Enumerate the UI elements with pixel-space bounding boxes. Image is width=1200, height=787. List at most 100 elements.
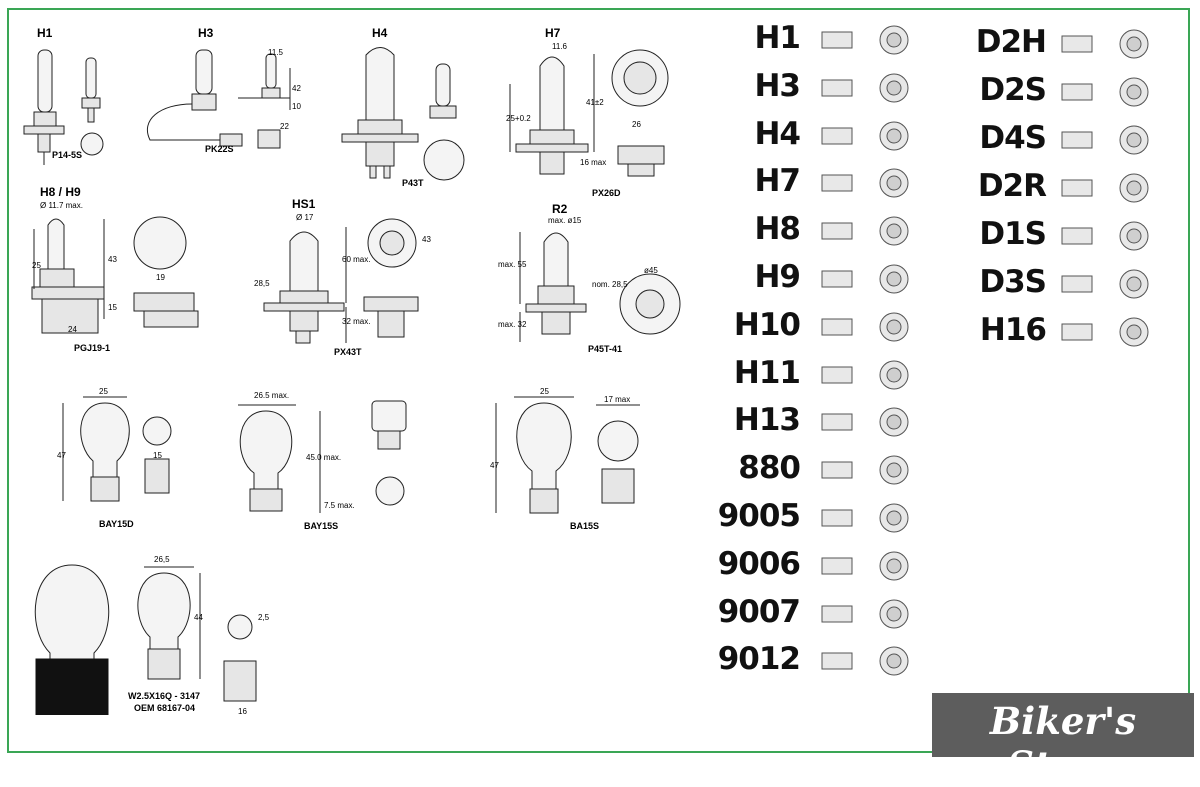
bulb-row: H11	[700, 353, 950, 401]
bulb-sketch	[821, 551, 909, 581]
bulb-row: D1S	[960, 214, 1180, 262]
bulb-base-detail	[886, 175, 902, 191]
h8h9-drawing	[31, 216, 199, 334]
ba15s-drawing	[495, 396, 640, 514]
diagram-r2: R2 max. ø15 max. 55 nom. 28,5 max. 32 ø4…	[498, 200, 690, 360]
bulb-row: 880	[700, 448, 950, 496]
h1-drawing	[23, 49, 104, 165]
dim-label: max. 32	[498, 320, 527, 329]
bulb-side-view	[1061, 275, 1093, 293]
dim-label: 15	[153, 451, 162, 460]
diagram-title: H7	[545, 26, 561, 40]
bulb-side-view	[821, 127, 853, 145]
dim-label: 25+0.2	[506, 114, 531, 123]
bulb-side-view	[821, 509, 853, 527]
bulb-sketch	[821, 121, 909, 151]
bulb-side-view	[821, 652, 853, 670]
bulb-sketch	[821, 646, 909, 676]
diagram-caption: PX26D	[592, 188, 621, 198]
diagram-caption: OEM 68167-04	[134, 703, 196, 713]
bulb-row: D2H	[960, 22, 1180, 70]
diagram-bay15s: 26.5 max. 45.0 max. 7.5 max. BAY15S	[230, 385, 430, 535]
h3-drawing	[147, 49, 291, 149]
bulb-base-detail	[1126, 36, 1142, 52]
bulb-type-label: D2H	[975, 24, 1047, 60]
dim-label: 11.6	[552, 42, 567, 51]
dim-label: 16 max	[580, 158, 607, 167]
r2-drawing	[519, 232, 681, 342]
bulb-side-view	[821, 31, 853, 49]
diagram-caption: PGJ19-1	[74, 343, 111, 353]
bulb-side-view	[821, 174, 853, 192]
bulb-side-view	[1061, 323, 1093, 341]
dim-label: ø45	[644, 266, 658, 275]
diagram-title: H1	[37, 26, 53, 40]
bulb-side-view	[1061, 83, 1093, 101]
diagram-h7: H7 11.6 41±2 25+0.2 26 16 max PX26D	[500, 22, 690, 202]
diagram-h1: H1 P14-5S	[18, 22, 118, 172]
bulb-type-label: H13	[733, 402, 801, 439]
bulb-sketch	[821, 503, 909, 533]
diagram-caption: P43T	[402, 178, 424, 188]
brand-name: Biker's Store	[989, 699, 1137, 787]
bulb-side-view	[1061, 179, 1093, 197]
diagram-hs1: HS1 Ø 17 60 max. 28,5 32 max. 43 PX43T	[250, 195, 450, 365]
bulb-base-detail	[886, 128, 902, 144]
bay15s-drawing	[238, 400, 407, 513]
bulb-row: H10	[700, 305, 950, 353]
bulb-type-label: H7	[754, 163, 801, 200]
dim-label: 43	[422, 235, 431, 244]
diagram-caption: W2.5X16Q - 3147	[128, 691, 201, 701]
bulb-side-view	[821, 605, 853, 623]
diagram-ba15s: 25 47 17 max BA15S	[490, 385, 660, 535]
dim-label: nom. 28,5	[592, 280, 628, 289]
bulb-sketch	[1061, 173, 1149, 203]
bulb-type-label: H10	[733, 306, 801, 343]
bulb-sketch	[821, 168, 909, 198]
bulb-sketch	[1061, 317, 1149, 347]
bulb-base-detail	[886, 80, 902, 96]
bulb-base-detail	[1126, 324, 1142, 340]
dim-label: 32 max.	[342, 317, 371, 326]
bulb-row: D4S	[960, 118, 1180, 166]
diagram-caption: P45T-41	[588, 344, 623, 354]
diagram-w25x16q: 26,5 44 2,5 16 W2.5X16Q - 3147 OEM 68167…	[28, 555, 288, 730]
dim-label: 2,5	[258, 613, 270, 622]
dim-label: 10	[292, 102, 301, 111]
bulb-base-detail	[886, 223, 902, 239]
dim-label: 26	[632, 120, 641, 129]
bulb-side-view	[821, 461, 853, 479]
bulb-base-detail	[1126, 228, 1142, 244]
dim-label: 26.5 max.	[254, 391, 290, 400]
diagram-caption: PK22S	[205, 144, 234, 154]
bulb-sketch	[1061, 125, 1149, 155]
hs1-drawing	[263, 218, 419, 344]
dim-label: 60 max.	[342, 255, 371, 264]
bulb-type-label: H1	[754, 20, 801, 56]
bulb-sketch	[821, 25, 909, 55]
bulb-row: H16	[960, 310, 1180, 358]
bulb-sketch	[821, 73, 909, 103]
bulb-side-view	[821, 222, 853, 240]
bulb-sketch	[821, 455, 909, 485]
bulb-type-label: D2S	[979, 72, 1047, 108]
w25x16q-drawing	[34, 564, 257, 715]
dim-label: 45.0 max.	[306, 453, 342, 462]
dim-label: 11.5	[268, 48, 283, 57]
bulb-sketch	[821, 312, 909, 342]
dim-label: 17 max	[604, 395, 631, 404]
bulb-side-view	[1061, 131, 1093, 149]
bulb-side-view	[821, 413, 853, 431]
h4-drawing	[341, 47, 465, 181]
bulb-sketch	[821, 599, 909, 629]
bulb-row: H13	[700, 400, 950, 448]
bulb-sketch	[1061, 29, 1149, 59]
bulb-base-detail	[886, 653, 902, 669]
bulb-side-view	[1061, 35, 1093, 53]
bulb-type-label: D4S	[979, 120, 1047, 156]
bulb-side-view	[821, 270, 853, 288]
diagram-caption: P14-5S	[52, 150, 83, 160]
bulb-base-detail	[1126, 84, 1142, 100]
bulb-type-label: 9007	[717, 593, 801, 630]
